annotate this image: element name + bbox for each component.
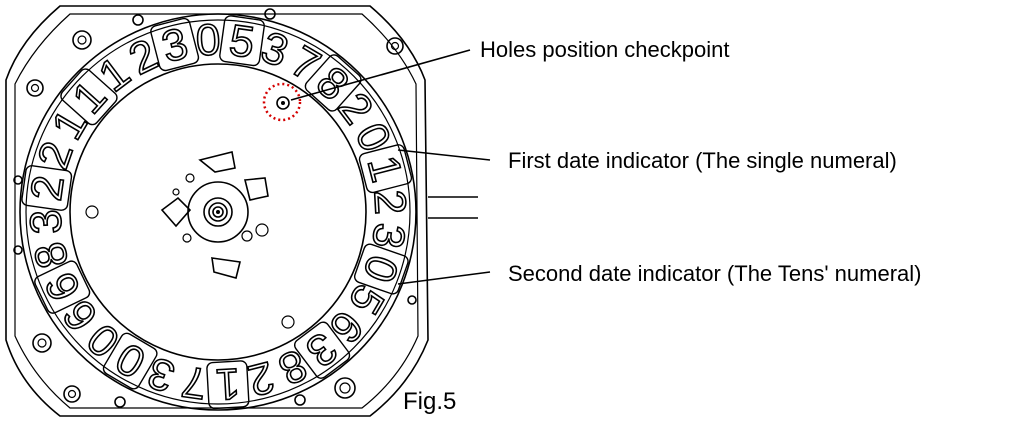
date-numeral-text: 0 <box>195 15 222 65</box>
date-numeral: 1 <box>206 358 250 410</box>
date-numeral-text: 5 <box>226 16 257 68</box>
figure-caption: Fig.5 <box>403 388 456 415</box>
date-numeral-text: 7 <box>179 356 210 408</box>
date-numeral: 7 <box>178 356 211 410</box>
date-numeral: 3 <box>362 220 416 253</box>
holes-checkpoint <box>262 82 302 122</box>
label-second-date-indicator: Second date indicator (The Tens' numeral… <box>508 261 921 286</box>
leader-lines <box>290 49 491 285</box>
date-numeral: 2 <box>364 188 416 217</box>
frame-screw-holes <box>13 8 417 408</box>
date-numeral-text: 1 <box>214 359 241 409</box>
date-numeral-text: 8 <box>25 237 79 273</box>
date-numeral: 0 <box>194 14 223 66</box>
date-numeral-text: 2 <box>365 189 415 216</box>
date-numeral-text: 2 <box>22 173 74 204</box>
date-numeral-text: 1 <box>358 151 412 187</box>
base-plate <box>5 5 478 417</box>
date-numeral: 3 <box>20 207 72 236</box>
center-mechanism <box>85 151 295 329</box>
date-numeral-text: 3 <box>21 208 71 235</box>
label-holes-checkpoint: Holes position checkpoint <box>480 37 729 62</box>
date-numeral-text: 3 <box>157 19 193 73</box>
date-numeral: 8 <box>24 236 79 274</box>
date-indicator-rings <box>19 13 417 411</box>
date-numeral-text: 3 <box>362 220 414 251</box>
label-first-date-indicator: First date indicator (The single numeral… <box>508 148 897 173</box>
